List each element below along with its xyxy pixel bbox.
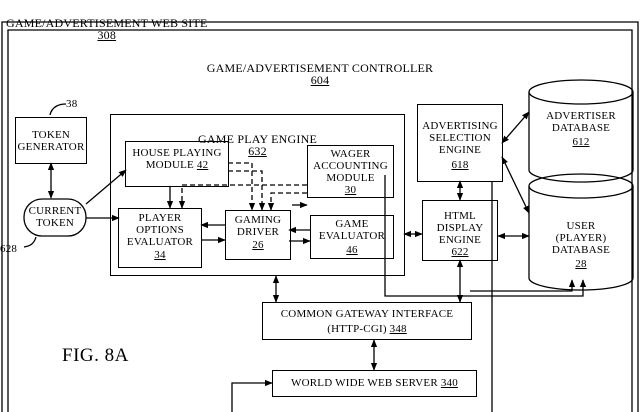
token-generator-label: TOKEN GENERATOR bbox=[16, 129, 86, 153]
token-generator-ref: 38 bbox=[66, 98, 77, 110]
house-playing-module-label: HOUSE PLAYING MODULE 42 bbox=[126, 147, 228, 171]
wager-accounting-module-label: WAGER ACCOUNTING MODULE bbox=[308, 148, 393, 184]
user-database-label: USER (PLAYER) DATABASE bbox=[529, 220, 633, 256]
controller-ref: 604 bbox=[311, 73, 330, 87]
current-token-label: CURRENT TOKEN bbox=[24, 205, 86, 229]
player-options-evaluator-label: PLAYER OPTIONS EVALUATOR bbox=[119, 212, 201, 248]
house-playing-module-ref: 42 bbox=[197, 159, 208, 171]
token-generator-box: TOKEN GENERATOR bbox=[15, 117, 87, 164]
cgi-ref: 348 bbox=[390, 323, 407, 335]
cgi-label: COMMON GATEWAY INTERFACE bbox=[263, 308, 471, 320]
player-options-evaluator-ref: 34 bbox=[119, 249, 201, 261]
website-title: GAME/ADVERTISEMENT WEB SITE 308 bbox=[6, 5, 208, 41]
web-server-label: WORLD WIDE WEB SERVER 340 bbox=[273, 377, 476, 389]
current-token-ref: 628 bbox=[0, 243, 17, 255]
game-evaluator-label: GAME EVALUATOR bbox=[311, 218, 393, 242]
advertiser-database-label: ADVERTISER DATABASE bbox=[529, 110, 633, 134]
web-server-ref: 340 bbox=[441, 377, 458, 389]
house-playing-module-box: HOUSE PLAYING MODULE 42 bbox=[125, 141, 229, 187]
gaming-driver-box: GAMING DRIVER 26 bbox=[225, 210, 291, 260]
user-database-ref: 28 bbox=[529, 258, 633, 270]
web-server-text: WORLD WIDE WEB SERVER bbox=[291, 377, 438, 389]
advertising-selection-engine-box: ADVERTISING SELECTION ENGINE 618 bbox=[417, 104, 503, 182]
html-display-engine-label: HTML DISPLAY ENGINE bbox=[423, 210, 497, 246]
cgi-box: COMMON GATEWAY INTERFACE (HTTP-CGI) 348 bbox=[262, 302, 472, 340]
advertiser-database-ref: 612 bbox=[529, 136, 633, 148]
game-evaluator-box: GAME EVALUATOR 46 bbox=[310, 215, 394, 259]
gaming-driver-label: GAMING DRIVER bbox=[226, 214, 290, 238]
website-ref: 308 bbox=[97, 28, 116, 42]
figure-label: FIG. 8A bbox=[62, 345, 129, 367]
cgi-sub: (HTTP-CGI) 348 bbox=[263, 323, 471, 335]
player-options-evaluator-box: PLAYER OPTIONS EVALUATOR 34 bbox=[118, 208, 202, 268]
html-display-engine-ref: 622 bbox=[423, 246, 497, 258]
advertising-selection-engine-ref: 618 bbox=[418, 159, 502, 171]
game-evaluator-ref: 46 bbox=[311, 244, 393, 256]
controller-title: GAME/ADVERTISEMENT CONTROLLER 604 bbox=[0, 50, 640, 86]
cgi-sub-text: (HTTP-CGI) bbox=[327, 323, 386, 335]
gaming-driver-ref: 26 bbox=[226, 239, 290, 251]
wager-accounting-module-box: WAGER ACCOUNTING MODULE 30 bbox=[307, 145, 394, 198]
wager-accounting-module-ref: 30 bbox=[308, 184, 393, 196]
html-display-engine-box: HTML DISPLAY ENGINE 622 bbox=[422, 200, 498, 261]
game-play-engine-ref: 632 bbox=[248, 144, 267, 158]
advertising-selection-engine-label: ADVERTISING SELECTION ENGINE bbox=[418, 120, 502, 156]
web-server-box: WORLD WIDE WEB SERVER 340 bbox=[272, 370, 477, 397]
